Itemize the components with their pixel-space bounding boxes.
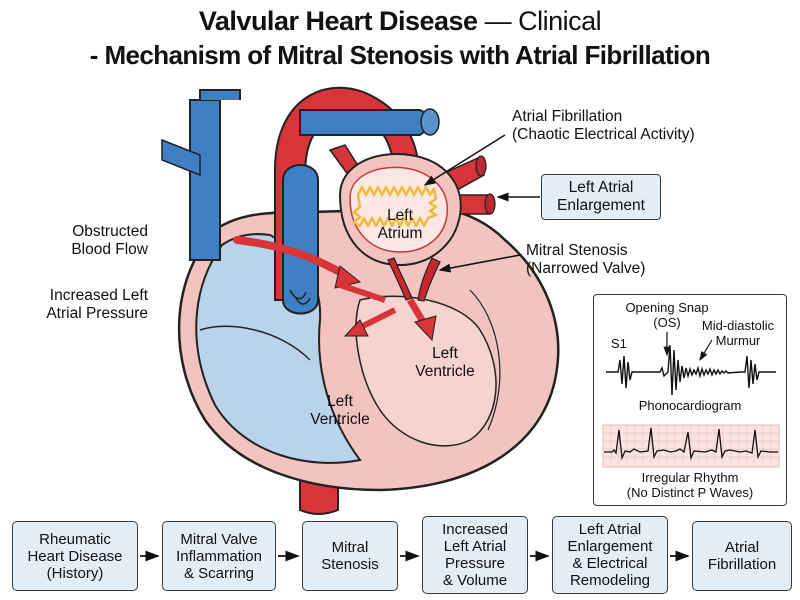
ecg-trace [604, 427, 778, 461]
flow-step-4-line4: & Volume [442, 572, 508, 589]
callout-mitral-stenosis: Mitral Stenosis (Narrowed Valve) [526, 242, 645, 278]
flow-step-mitral-stenosis: Mitral Stenosis [302, 521, 398, 591]
flow-step-6-line2: Fibrillation [707, 556, 777, 573]
label-left-atrium-line2: Atrium [377, 225, 423, 242]
callout-atrial-fibrillation: Atrial Fibrillation (Chaotic Electrical … [512, 108, 695, 144]
phonocardiogram-panel [593, 294, 787, 506]
ecg-caption-line1: Irregular Rhythm [641, 470, 739, 485]
label-lv-outer-line2: Ventricle [310, 411, 370, 428]
flow-step-6-line1: Atrial [724, 539, 760, 556]
phono-murmur-line2: Murmur [715, 333, 761, 348]
flow-step-5-line3: & Electrical [572, 555, 648, 572]
callout-af-line2: (Chaotic Electrical Activity) [512, 126, 695, 143]
phono-s1-label: S1 [611, 336, 627, 351]
phonocardiogram-caption: Phonocardiogram [638, 398, 742, 413]
leader-atrial-fib [423, 134, 506, 186]
callout-of-line2: Blood Flow [71, 241, 148, 258]
label-left-ventricle-outer: Left Ventricle [300, 393, 380, 429]
phono-opening-snap-label: Opening Snap (OS) [617, 300, 717, 330]
flow-step-inflammation: Mitral Valve Inflammation & Scarring [162, 521, 276, 591]
label-lv-inner-line2: Ventricle [415, 363, 475, 380]
page-subtitle: - Mechanism of Mitral Stenosis with Atri… [89, 40, 711, 70]
phono-trace [606, 344, 776, 396]
callout-increased-pressure: Increased Left Atrial Pressure [20, 287, 148, 323]
flow-step-5-line2: Enlargement [567, 538, 653, 555]
callout-ms-line2: (Narrowed Valve) [526, 260, 646, 277]
flow-step-4-line1: Increased [442, 521, 508, 538]
phono-murmur-line1: Mid-diastolic [701, 318, 775, 333]
ecg-caption-line2: (No Distinct P Waves) [626, 485, 754, 500]
flow-arrow-2 [339, 282, 386, 303]
flow-step-2-line2: Inflammation [176, 547, 262, 565]
flow-step-atrial-fibrillation: Atrial Fibrillation [692, 521, 792, 591]
phono-murmur-label: Mid-diastolic Murmur [694, 318, 782, 348]
callout-left-atrial-enlargement: Left Atrial Enlargement [541, 174, 661, 220]
label-left-atrium-line1: Left [387, 207, 413, 224]
flow-step-1-line1: Rheumatic [39, 530, 111, 548]
phono-os-line2: (OS) [653, 315, 681, 330]
callout-ip-line1: Increased Left [49, 287, 148, 304]
flow-step-1-line2: Heart Disease [27, 547, 123, 565]
left-ventricle-chamber [355, 295, 497, 447]
ecg-grid [602, 424, 780, 468]
ecg-caption: Irregular Rhythm (No Distinct P Waves) [596, 470, 784, 500]
flow-arrow-1 [233, 236, 349, 279]
flow-step-2-line3: & Scarring [183, 564, 255, 582]
page-title: Valvular Heart Disease — Clinical [0, 6, 800, 37]
flow-step-2-line1: Mitral Valve [180, 530, 258, 548]
callout-ip-line2: Atrial Pressure [46, 305, 148, 322]
phono-os-line1: Opening Snap [625, 300, 709, 315]
label-lv-inner-line1: Left [432, 345, 458, 362]
flow-step-5-line1: Left Atrial [578, 521, 642, 538]
tricuspid-valve [289, 289, 307, 300]
callout-lae-line1: Left Atrial [568, 179, 634, 196]
flow-step-enlargement-remodeling: Left Atrial Enlargement & Electrical Rem… [552, 516, 668, 594]
flow-step-3-line1: Mitral [331, 539, 369, 556]
callout-of-line1: Obstructed [72, 223, 148, 240]
flow-step-pressure-volume: Increased Left Atrial Pressure & Volume [422, 516, 528, 594]
arrow-murmur [699, 339, 713, 362]
fibrillation-wave [352, 185, 438, 228]
mitral-valve-right-leaflet [417, 257, 441, 302]
flow-step-4-line2: Left Atrial [443, 538, 507, 555]
leader-stenosis [438, 254, 521, 273]
label-lv-outer-line1: Left [327, 393, 353, 410]
flow-step-5-line4: Remodeling [569, 572, 651, 589]
title-bold: Valvular Heart Disease [198, 6, 478, 36]
label-left-atrium: Left Atrium [365, 207, 435, 243]
mitral-valve-left-leaflet [387, 257, 413, 301]
flow-step-1-line3: (History) [46, 564, 104, 582]
pulmonary-trunk [282, 164, 319, 315]
callout-ms-line1: Mitral Stenosis [526, 242, 628, 259]
flow-step-4-line3: Pressure [444, 555, 506, 572]
callout-af-line1: Atrial Fibrillation [512, 108, 623, 125]
title-light: — Clinical [477, 6, 602, 36]
callout-obstructed-flow: Obstructed Blood Flow [40, 223, 148, 259]
label-left-ventricle-inner: Left Ventricle [405, 345, 485, 381]
flow-step-3-line2: Stenosis [321, 556, 379, 573]
flow-step-rheumatic: Rheumatic Heart Disease (History) [12, 521, 138, 591]
callout-lae-line2: Enlargement [557, 197, 645, 214]
